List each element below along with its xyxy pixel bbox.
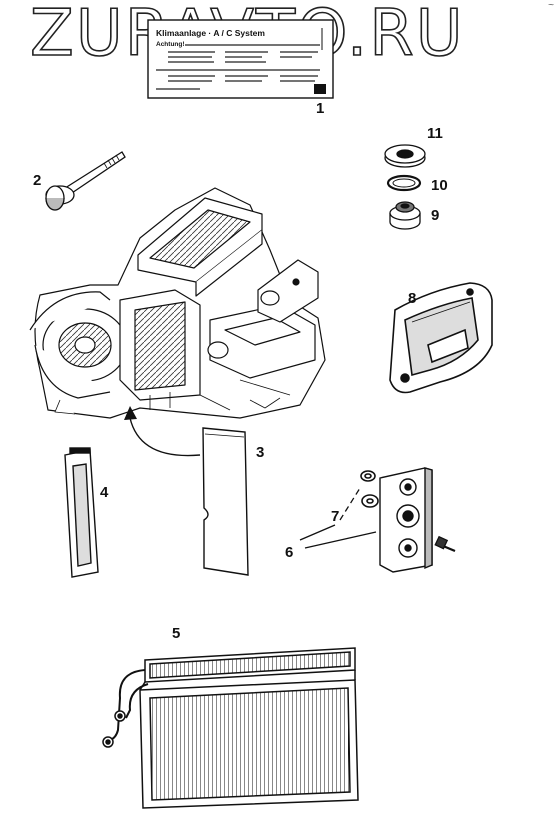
install-arrow	[124, 406, 201, 457]
callout-11: 11	[427, 125, 443, 142]
screw-part-6	[434, 535, 456, 553]
bolt-part-2	[45, 151, 126, 211]
callout-2: 2	[33, 172, 42, 189]
callout-4: 4	[100, 484, 109, 501]
heater-housing-assembly	[29, 187, 326, 419]
label-plate-header: Klimaanlage · A / C System	[156, 28, 265, 38]
callout-9: 9	[431, 207, 440, 224]
grommet-part-9	[389, 201, 421, 230]
callout-6: 6	[285, 544, 294, 561]
callout-10: 10	[431, 177, 448, 194]
label-plate-subheader: Achtung!	[156, 41, 185, 48]
callout-7: 7	[331, 508, 340, 525]
evaporator-cover-part-8	[389, 282, 493, 394]
callout-1: 1	[316, 100, 325, 117]
callout-3: 3	[256, 444, 265, 461]
filter-part-4	[64, 447, 99, 578]
cover-panel-part-3	[202, 427, 249, 576]
evaporator-core-part-5	[102, 647, 359, 809]
o-rings-part-7	[360, 470, 379, 508]
grommet-part-11	[384, 144, 426, 168]
leader-lines-6-7	[299, 487, 377, 549]
callout-8: 8	[408, 290, 417, 307]
label-plate-part-1: Klimaanlage · A / C System Achtung!	[147, 19, 334, 99]
expansion-valve-part-6	[379, 467, 433, 573]
callout-5: 5	[172, 625, 181, 642]
o-ring-part-10	[386, 174, 422, 192]
corner-mark: ~	[548, 0, 554, 11]
